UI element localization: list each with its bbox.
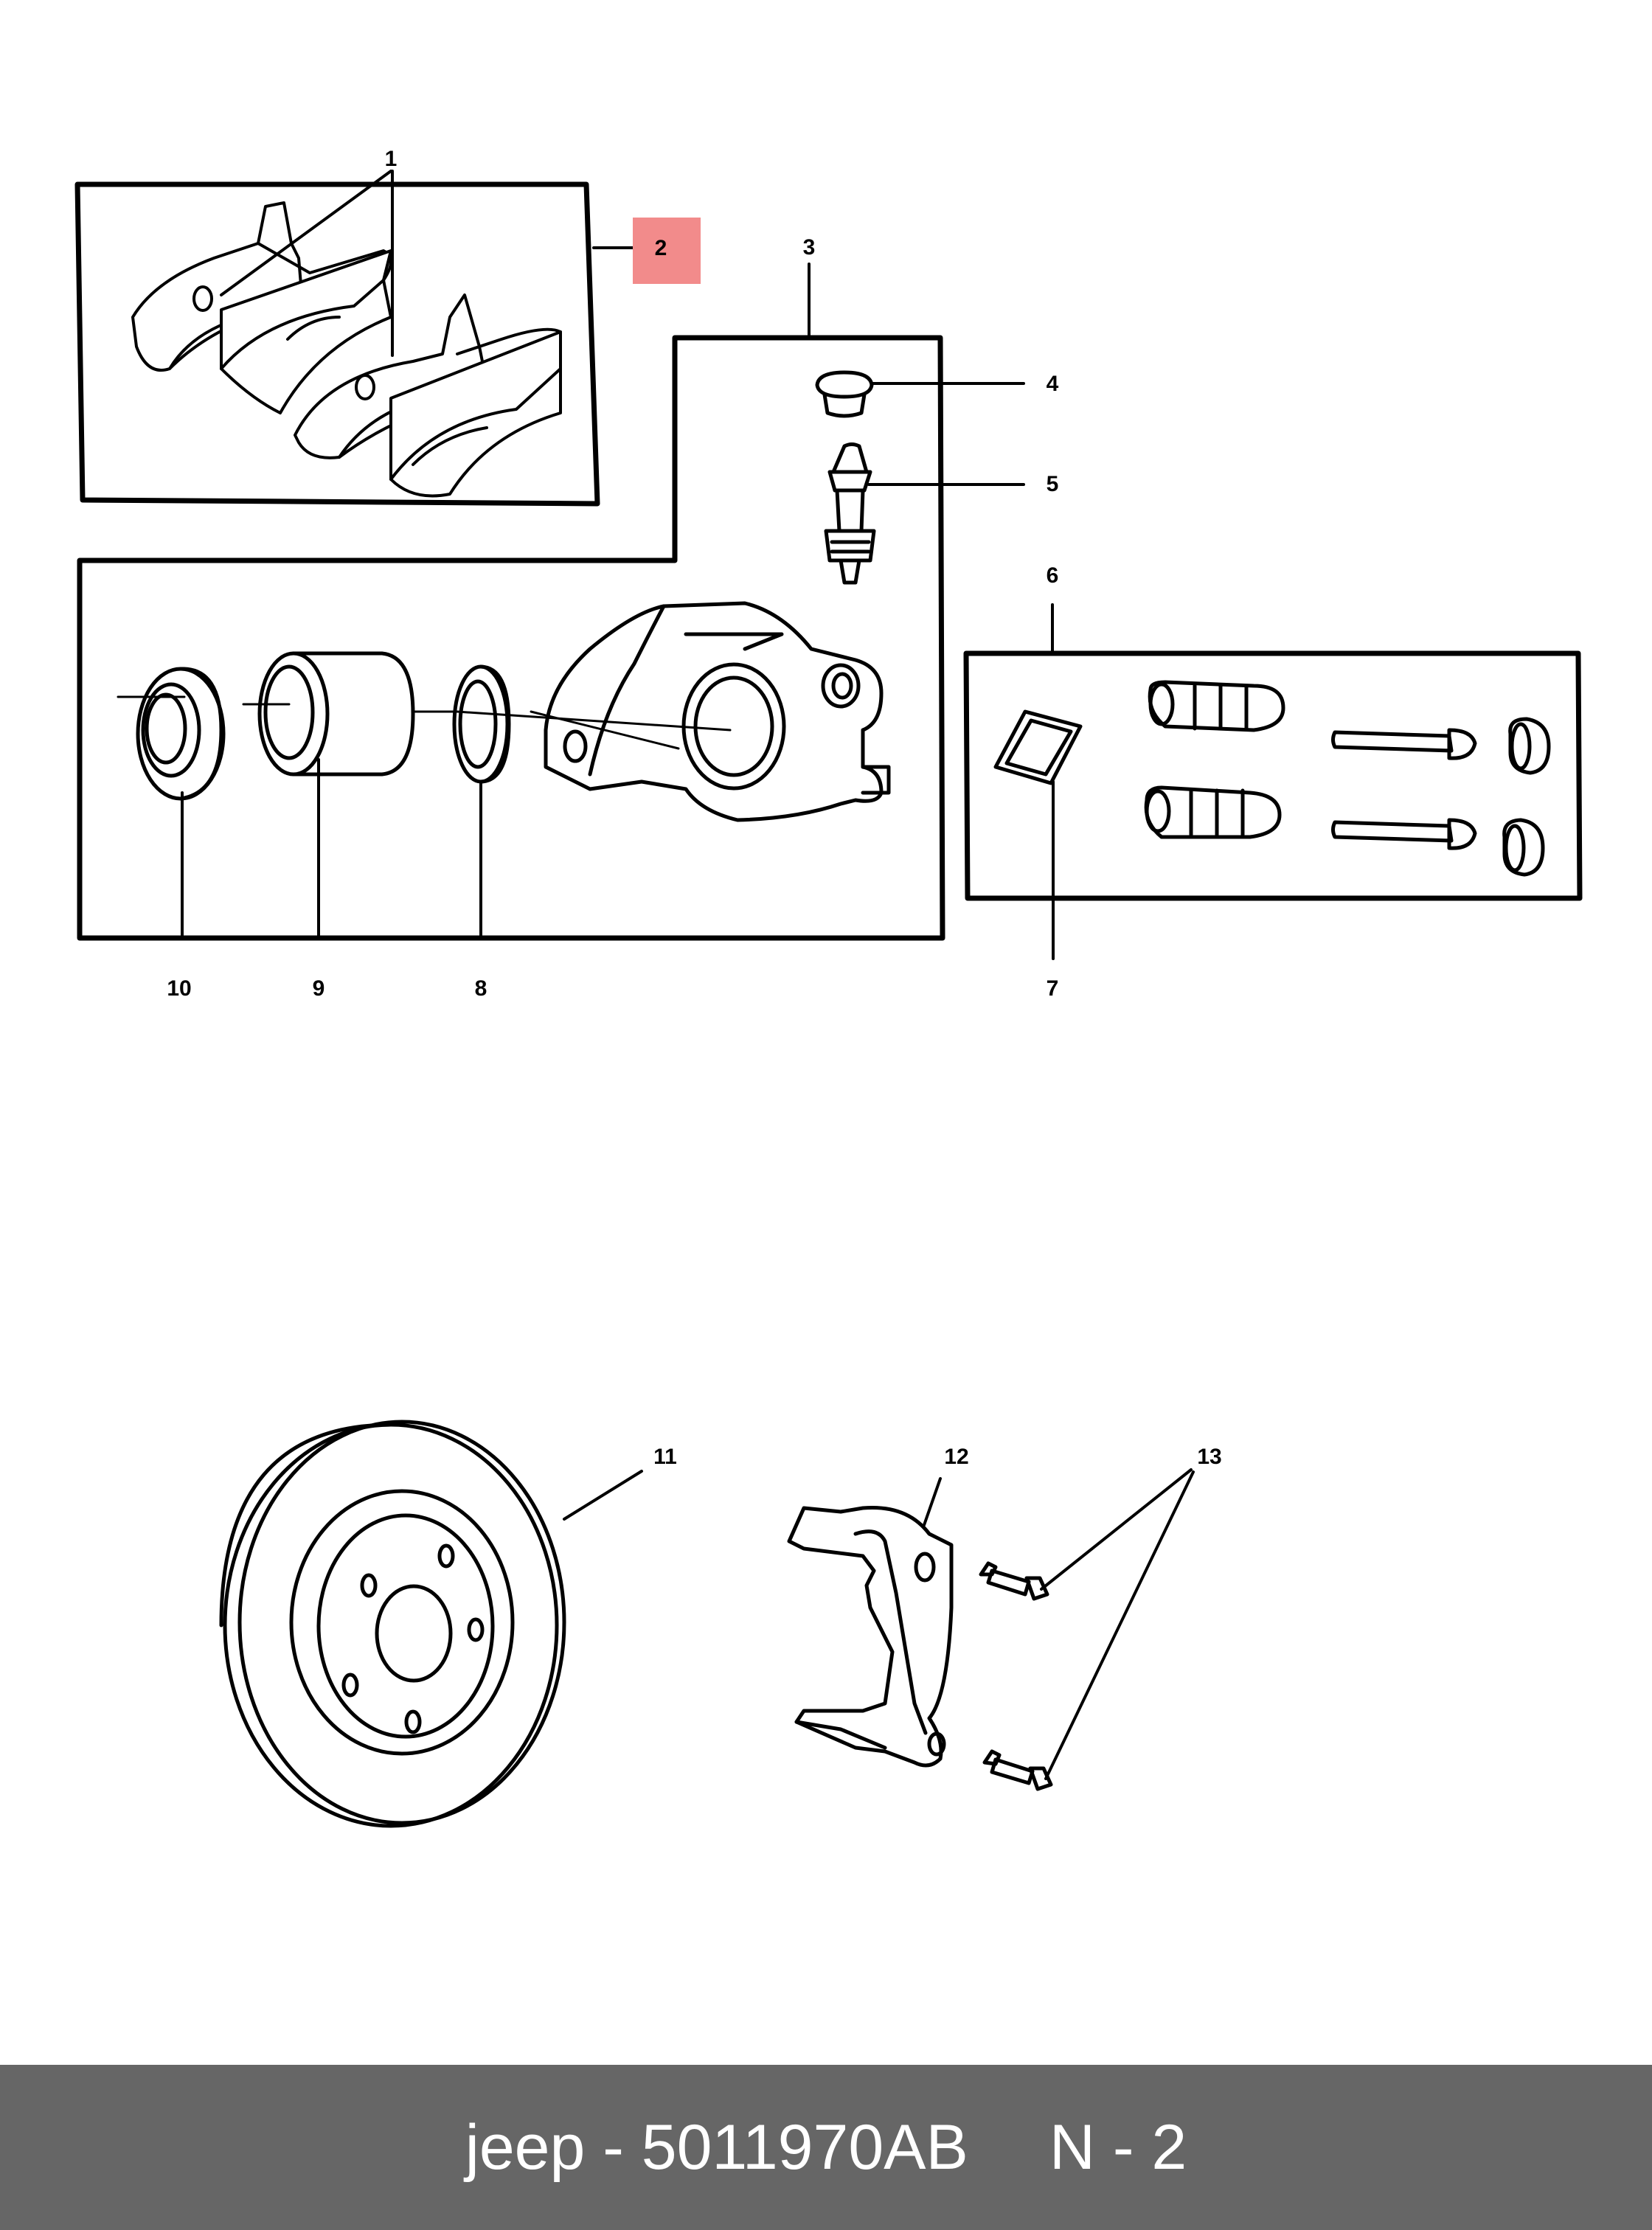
callout-11: 11 [653,1445,677,1469]
dust-boot [136,667,226,801]
callout-13: 13 [1197,1445,1221,1469]
callout-2: 2 [655,236,667,260]
caliper-adapter [787,1505,954,1768]
callout-1: 1 [385,147,398,171]
callout-5: 5 [1047,472,1059,496]
leader-lines [181,170,1195,1780]
slide-bushings [1144,680,1285,839]
callout-4: 4 [1047,372,1059,396]
callout-10: 10 [167,976,191,1001]
bleeder-screw [824,442,876,585]
hardware-kit-box [963,650,1583,901]
bleeder-cap [815,370,874,418]
callout-12: 12 [944,1445,968,1469]
footer-bar: jeep - 5011970AB N - 2 [0,2065,1652,2230]
grease-packet [993,709,1083,785]
brake-pad-set-box [74,181,600,507]
assembly-lines [117,695,732,750]
piston-seal [452,664,511,784]
highlight-box [633,218,701,284]
footer-page-code: N - 2 [1049,2111,1187,2183]
guide-pins [1331,728,1477,850]
callout-7: 7 [1047,976,1059,1001]
brake-rotor [219,1420,566,1828]
callout-9: 9 [313,976,325,1001]
pin-boots [1502,717,1551,877]
callout-6: 6 [1047,563,1059,588]
callout-3: 3 [803,235,816,260]
brake-pads [131,201,562,498]
parts-diagram: 1 2 3 4 5 6 7 8 9 10 11 12 13 [74,147,1583,1828]
footer-part-number: jeep - 5011970AB [465,2111,968,2183]
caliper-body [544,601,891,822]
piston [257,651,415,777]
mounting-bolts [979,1561,1053,1791]
callout-8: 8 [475,976,487,1001]
caliper-assembly-box [77,335,945,941]
